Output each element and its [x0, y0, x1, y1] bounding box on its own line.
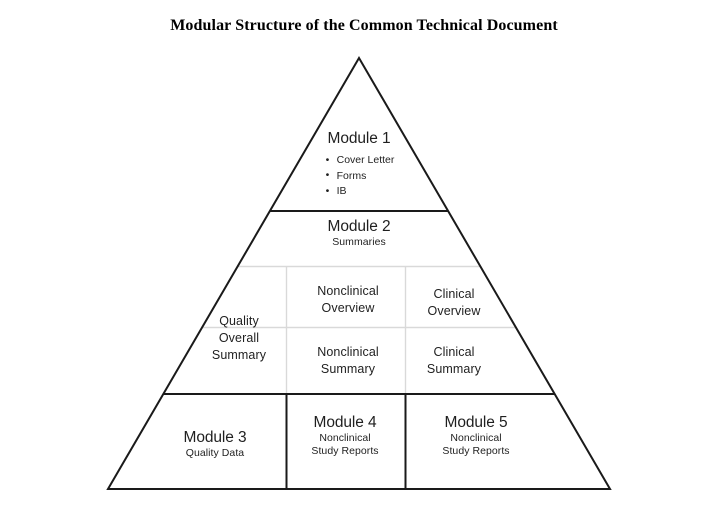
module-1-block: Module 1 Cover Letter Forms IB — [279, 130, 439, 200]
module-4-heading: Module 4 — [313, 414, 377, 431]
module-3-block: Module 3 Quality Data — [155, 429, 275, 460]
module-3-subtitle: Quality Data — [185, 447, 245, 460]
module-2-subtitle: Summaries — [332, 236, 386, 249]
list-item: IB — [324, 184, 395, 200]
module-2-block: Module 2 Summaries — [279, 218, 439, 249]
module-3-heading: Module 3 — [183, 429, 247, 446]
page-title: Modular Structure of the Common Technica… — [170, 17, 558, 34]
triangle-outline — [106, 56, 612, 490]
module-1-bullet-wrap: Cover Letter Forms IB — [279, 150, 439, 200]
list-item: Forms — [324, 168, 395, 185]
module-1-bullet-list: Cover Letter Forms IB — [324, 153, 395, 200]
module-1-heading: Module 1 — [327, 130, 391, 147]
module-5-heading: Module 5 — [444, 414, 508, 431]
list-item: Cover Letter — [324, 153, 395, 169]
module-2-heading: Module 2 — [327, 218, 391, 235]
